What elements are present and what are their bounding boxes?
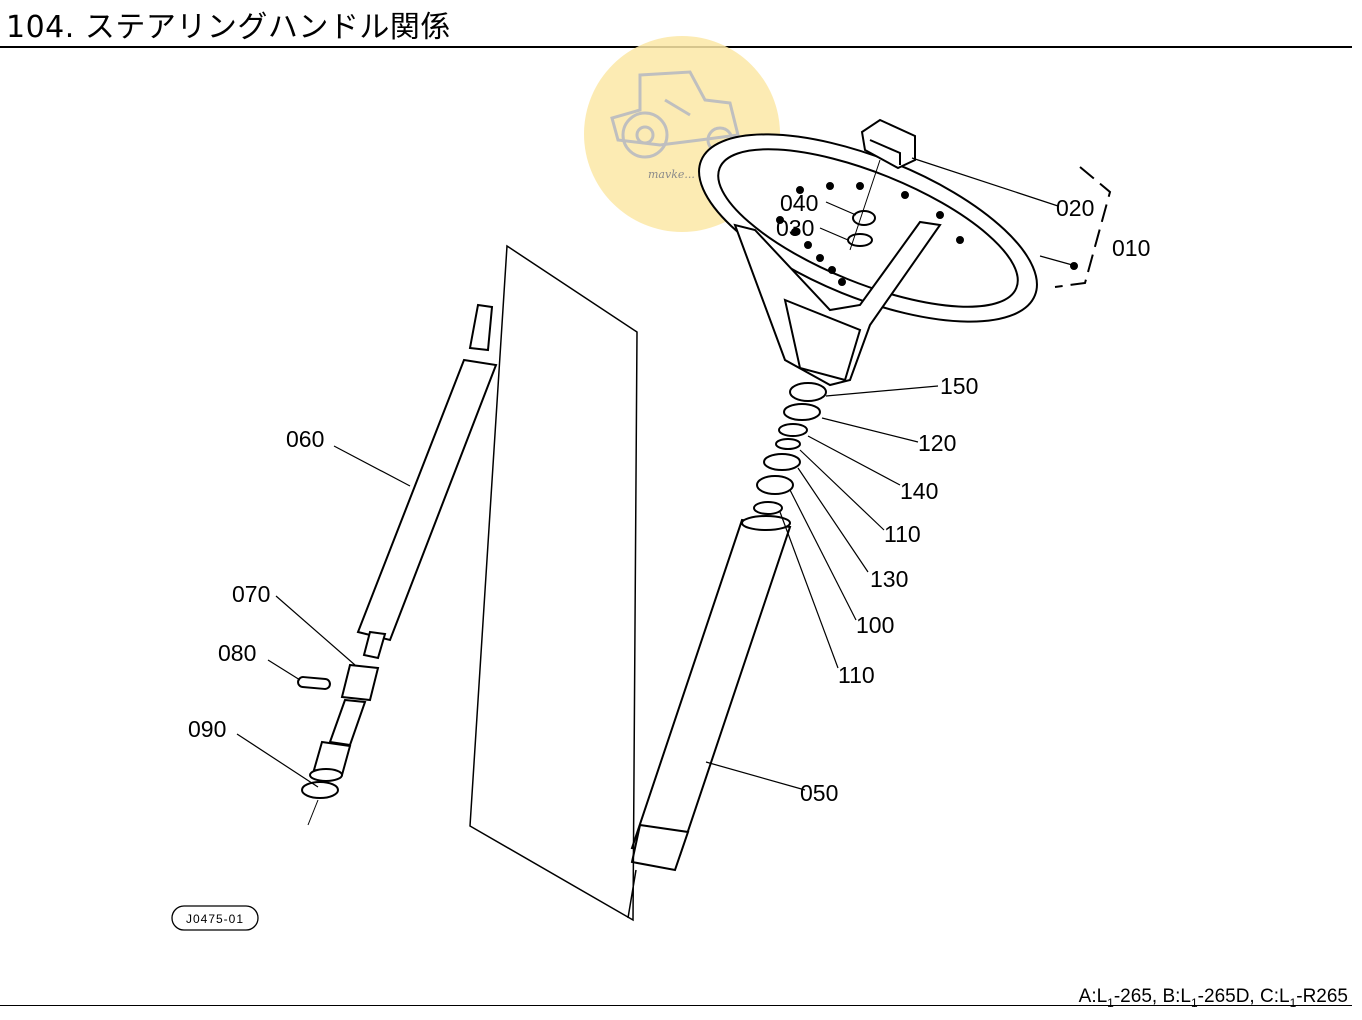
model-b-prefix: B:L — [1162, 986, 1191, 1007]
leader-lines — [236, 157, 1077, 791]
column-tube — [630, 515, 792, 872]
page-title: 104. ステアリングハンドル関係 — [6, 10, 451, 45]
label-070: 070 — [232, 581, 270, 607]
spring-pin — [297, 676, 331, 690]
reference-badge: J0475-01 — [171, 905, 259, 931]
tube-axis — [627, 869, 637, 919]
label-100: 100 — [856, 612, 894, 638]
bearing-stack — [753, 382, 827, 515]
assembly-frame — [469, 244, 638, 922]
label-130: 130 — [870, 566, 908, 592]
label-010: 010 — [1112, 235, 1150, 261]
footer-rule — [0, 1005, 1352, 1006]
axis-line — [849, 159, 881, 251]
watermark-text: mavke... — [648, 168, 695, 181]
model-a-suffix: -265, — [1113, 986, 1158, 1007]
model-b-sub: 1 — [1190, 995, 1198, 1010]
model-b-suffix: -265D, — [1197, 986, 1255, 1007]
label-040: 040 — [780, 190, 818, 216]
label-150: 150 — [940, 373, 978, 399]
label-050: 050 — [800, 780, 838, 806]
label-110-upper: 110 — [884, 521, 921, 547]
steering-shaft — [356, 303, 498, 660]
lower-axis — [307, 799, 319, 826]
assembly-bracket — [1054, 166, 1112, 288]
model-a-sub: 1 — [1107, 995, 1114, 1010]
model-c-suffix: -R265 — [1296, 986, 1348, 1007]
part-labels: 020 010 040 030 150 120 140 110 130 100 … — [188, 190, 1150, 806]
label-110-lower: 110 — [838, 662, 875, 688]
reference-code: J0475-01 — [186, 912, 244, 926]
center-cap — [860, 118, 916, 170]
model-c-prefix: C:L — [1259, 986, 1290, 1007]
label-060: 060 — [286, 426, 324, 452]
label-080: 080 — [218, 640, 256, 666]
model-a-prefix: A:L — [1078, 986, 1108, 1007]
label-030: 030 — [776, 215, 814, 241]
label-140: 140 — [900, 478, 938, 504]
universal-joint — [309, 663, 380, 782]
lower-washer — [301, 781, 339, 799]
label-120: 120 — [918, 430, 956, 456]
label-020: 020 — [1056, 195, 1094, 221]
label-090: 090 — [188, 716, 226, 742]
nut-and-washer — [847, 210, 876, 247]
model-c-sub: 1 — [1289, 995, 1297, 1010]
model-applicability-note: A:L1-265, B:L1-265D, C:L1-R265 — [1079, 986, 1348, 1010]
